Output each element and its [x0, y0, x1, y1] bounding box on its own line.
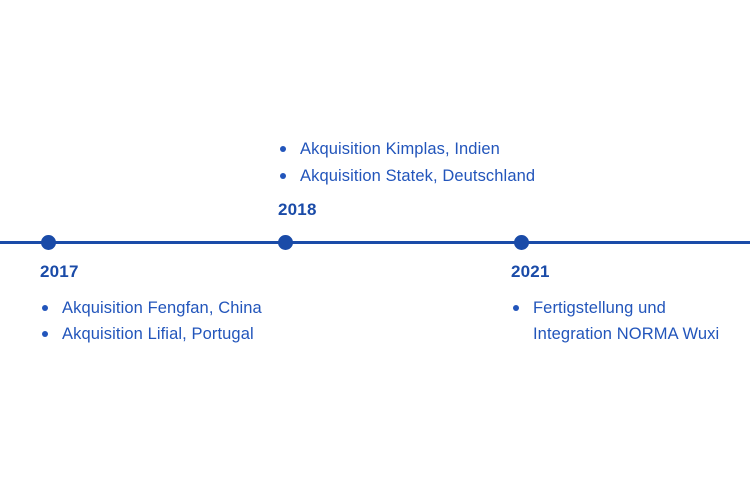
bullet-icon: [42, 331, 48, 338]
timeline-axis-line: [0, 241, 750, 244]
list-item: Akquisition Fengfan, China: [40, 295, 340, 321]
timeline-node-dot-2017[interactable]: [40, 235, 56, 250]
timeline-year-label-2021: 2021: [511, 262, 550, 281]
timeline-node-dot-2021[interactable]: [513, 235, 529, 250]
timeline-entry-2018: Akquisition Kimplas, Indien Akquisition …: [278, 136, 568, 220]
timeline-entry-2021: 2021 Fertigstellung und Integration NORM…: [511, 262, 726, 348]
timeline-year-label-2017: 2017: [40, 262, 79, 281]
timeline-entry-2017: 2017 Akquisition Fengfan, China Akquisit…: [40, 262, 340, 348]
list-item-label: Akquisition Lifial, Portugal: [62, 325, 254, 344]
list-item: Akquisition Statek, Deutschland: [278, 163, 568, 189]
bullet-icon: [280, 146, 286, 153]
list-item-label: Akquisition Fengfan, China: [62, 299, 262, 318]
timeline-node-dot-2018[interactable]: [277, 235, 293, 250]
timeline-entry-2017-list: Akquisition Fengfan, China Akquisition L…: [40, 295, 340, 347]
list-item: Fertigstellung und Integration NORMA Wux…: [511, 295, 726, 347]
timeline-year-label-2018: 2018: [278, 199, 317, 219]
list-item: Akquisition Kimplas, Indien: [278, 136, 568, 162]
bullet-icon: [513, 305, 519, 312]
list-item-label: Fertigstellung und Integration NORMA Wux…: [533, 299, 720, 344]
timeline-entry-2018-list: Akquisition Kimplas, Indien Akquisition …: [278, 136, 568, 188]
bullet-icon: [42, 305, 48, 312]
list-item-label: Akquisition Statek, Deutschland: [300, 166, 536, 185]
bullet-icon: [280, 172, 286, 179]
timeline-entry-2021-list: Fertigstellung und Integration NORMA Wux…: [511, 295, 726, 347]
list-item: Akquisition Lifial, Portugal: [40, 321, 340, 347]
list-item-label: Akquisition Kimplas, Indien: [300, 140, 500, 159]
